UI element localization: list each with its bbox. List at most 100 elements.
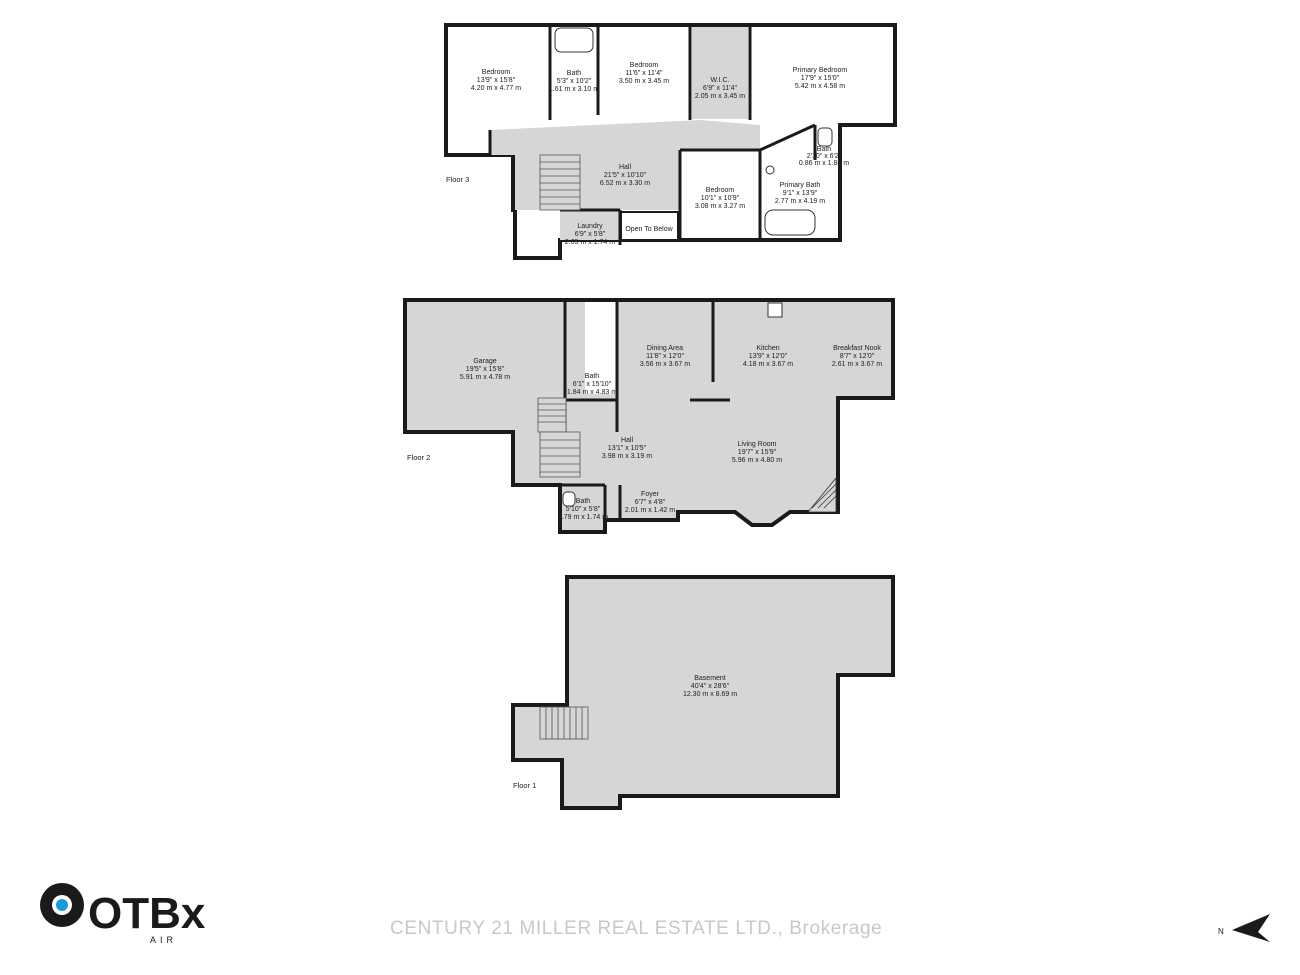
stove-icon	[767, 302, 783, 318]
room: Bedroom 11'6" x 11'4" 3.50 m x 3.45 m	[619, 62, 669, 85]
room: Bath 5'10" x 5'8" 1.79 m x 1.74 m	[558, 498, 608, 521]
room: Laundry 6'9" x 5'8" 2.05 m x 1.74 m	[565, 223, 615, 246]
room: Bath 5'3" x 10'2" 1.61 m x 3.10 m	[549, 70, 599, 93]
room-name: Primary Bath	[780, 182, 821, 189]
room-dims-imperial: 6'9" x 11'4"	[703, 85, 737, 92]
room-name: Breakfast Nook	[833, 345, 881, 352]
logo-text: OTBx	[88, 889, 206, 938]
room-name: Dining Area	[647, 345, 683, 352]
north-arrow-icon	[1232, 914, 1270, 942]
room: Bedroom 13'9" x 15'8" 4.20 m x 4.77 m	[471, 69, 521, 92]
room-dims-imperial: 13'9" x 12'0"	[749, 353, 788, 360]
floor-1-stairs	[539, 706, 589, 740]
room-name: Basement	[694, 675, 726, 682]
room-name: Bath	[567, 70, 582, 77]
room: Primary Bedroom 17'9" x 15'0" 5.42 m x 4…	[793, 67, 848, 90]
room-dims-metric: 4.20 m x 4.77 m	[471, 85, 521, 92]
room-dims-imperial: 40'4" x 28'6"	[691, 683, 730, 690]
room-dims-imperial: 11'8" x 12'0"	[646, 353, 684, 360]
room: Breakfast Nook 8'7" x 12'0" 2.61 m x 3.6…	[832, 345, 882, 368]
room-dims-metric: 3.50 m x 3.45 m	[619, 78, 669, 85]
room-dims-imperial: 2'10" x 6'2"	[807, 153, 842, 160]
room-dims-imperial: 13'9" x 15'8"	[477, 77, 516, 84]
room: Hall 13'1" x 10'5" 3.98 m x 3.19 m	[602, 437, 652, 460]
room-dims-imperial: 21'5" x 10'10"	[604, 172, 647, 179]
room: Dining Area 11'8" x 12'0" 3.56 m x 3.67 …	[640, 345, 690, 368]
room-name: Bath	[585, 373, 600, 380]
room-dims-metric: 6.52 m x 3.30 m	[600, 180, 650, 187]
room-dims-imperial: 10'1" x 10'9"	[701, 195, 740, 202]
wic-fill	[692, 27, 748, 119]
tub-icon	[554, 27, 594, 53]
room-dims-metric: 5.91 m x 4.78 m	[460, 374, 510, 381]
bath-fill	[585, 302, 617, 394]
room: Hall 21'5" x 10'10" 6.52 m x 3.30 m	[600, 164, 650, 187]
toilet-icon	[817, 127, 833, 147]
floor-1-plan: Floor 1 Basement 40'4" x 28'6" 12.30 m x…	[511, 575, 895, 810]
room-dims-imperial: 6'7" x 4'8"	[635, 499, 666, 506]
room-name: Bedroom	[482, 69, 511, 76]
room-dims-metric: 3.98 m x 3.19 m	[602, 453, 652, 460]
room-dims-metric: 2.01 m x 1.42 m	[625, 507, 675, 514]
logo-subtext: AIR	[150, 935, 177, 945]
floor-2-stairs	[537, 397, 581, 478]
compass-label: N	[1218, 927, 1224, 936]
shower-drain-icon	[765, 165, 775, 175]
room-dims-metric: 2.61 m x 3.67 m	[832, 361, 882, 368]
toilet-icon	[562, 491, 576, 507]
floor-1-outline	[511, 575, 895, 810]
room: Garage 19'5" x 15'8" 5.91 m x 4.78 m	[460, 358, 510, 381]
room-dims-imperial: 13'1" x 10'5"	[608, 445, 647, 452]
fireplace-icon	[807, 476, 837, 513]
room-dims-imperial: 5'3" x 10'2"	[557, 78, 592, 85]
room-name: Laundry	[577, 223, 603, 230]
room: Kitchen 13'9" x 12'0" 4.18 m x 3.67 m	[743, 345, 793, 368]
compass: N	[1218, 914, 1270, 942]
tub-icon	[764, 209, 816, 236]
floor-label: Floor 1	[513, 781, 536, 790]
room-dims-metric: 4.18 m x 3.67 m	[743, 361, 793, 368]
room-dims-metric: 2.05 m x 3.45 m	[695, 93, 745, 100]
room-name: Garage	[473, 358, 496, 365]
room-name: Bedroom	[706, 187, 735, 194]
room-dims-imperial: 5'10" x 5'8"	[566, 506, 601, 513]
room-name: Open To Below	[625, 226, 673, 233]
room-dims-metric: 3.08 m x 3.27 m	[695, 203, 745, 210]
room-dims-imperial: 8'7" x 12'0"	[840, 353, 875, 360]
room: Foyer 6'7" x 4'8" 2.01 m x 1.42 m	[625, 491, 675, 514]
otbx-logo: OTBx AIR	[40, 883, 206, 945]
room-dims-metric: 2.05 m x 1.74 m	[565, 239, 615, 246]
room-dims-metric: 3.56 m x 3.67 m	[640, 361, 690, 368]
room-name: Hall	[621, 437, 634, 444]
floor-label: Floor 2	[407, 453, 430, 462]
room-dims-metric: 5.96 m x 4.80 m	[732, 457, 782, 464]
room-dims-imperial: 11'6" x 11'4"	[625, 70, 663, 77]
watermark: CENTURY 21 MILLER REAL ESTATE LTD., Brok…	[390, 918, 883, 939]
room: Bath 6'1" x 15'10" 1.84 m x 4.83 m	[567, 373, 617, 396]
room-dims-imperial: 17'9" x 15'0"	[801, 75, 840, 82]
floor-3-plan: Floor 3 Bedroom 13'9" x 15'8" 4.20 m x 4…	[444, 23, 897, 260]
room-name: Kitchen	[756, 345, 779, 352]
room-name: Primary Bedroom	[793, 67, 848, 74]
room-dims-metric: 1.84 m x 4.83 m	[567, 389, 617, 396]
room-dims-metric: 5.42 m x 4.58 m	[795, 83, 845, 90]
room-name: Hall	[619, 164, 632, 171]
room-dims-imperial: 19'5" x 15'8"	[466, 366, 505, 373]
room-dims-imperial: 19'7" x 15'9"	[738, 449, 777, 456]
room-dims-imperial: 9'1" x 13'9"	[783, 190, 818, 197]
room-name: Living Room	[738, 441, 777, 448]
room-dims-metric: 0.86 m x 1.88 m	[799, 160, 849, 167]
room-dims-imperial: 6'9" x 5'8"	[575, 231, 606, 238]
room: Basement 40'4" x 28'6" 12.30 m x 8.69 m	[683, 675, 737, 698]
room: Bath 2'10" x 6'2" 0.86 m x 1.88 m	[799, 146, 849, 167]
room: Open To Below	[620, 211, 679, 241]
room: Primary Bath 9'1" x 13'9" 2.77 m x 4.19 …	[775, 182, 825, 205]
room-name: Bath	[576, 498, 591, 505]
room-dims-metric: 1.79 m x 1.74 m	[558, 514, 608, 521]
floor-2-plan: Floor 2 Garage 19'5" x 15'8" 5.91 m x 4.…	[403, 298, 895, 534]
room-dims-metric: 12.30 m x 8.69 m	[683, 691, 737, 698]
room-name: W.I.C.	[710, 77, 729, 84]
room: W.I.C. 6'9" x 11'4" 2.05 m x 3.45 m	[695, 77, 745, 100]
room-name: Bedroom	[630, 62, 659, 69]
